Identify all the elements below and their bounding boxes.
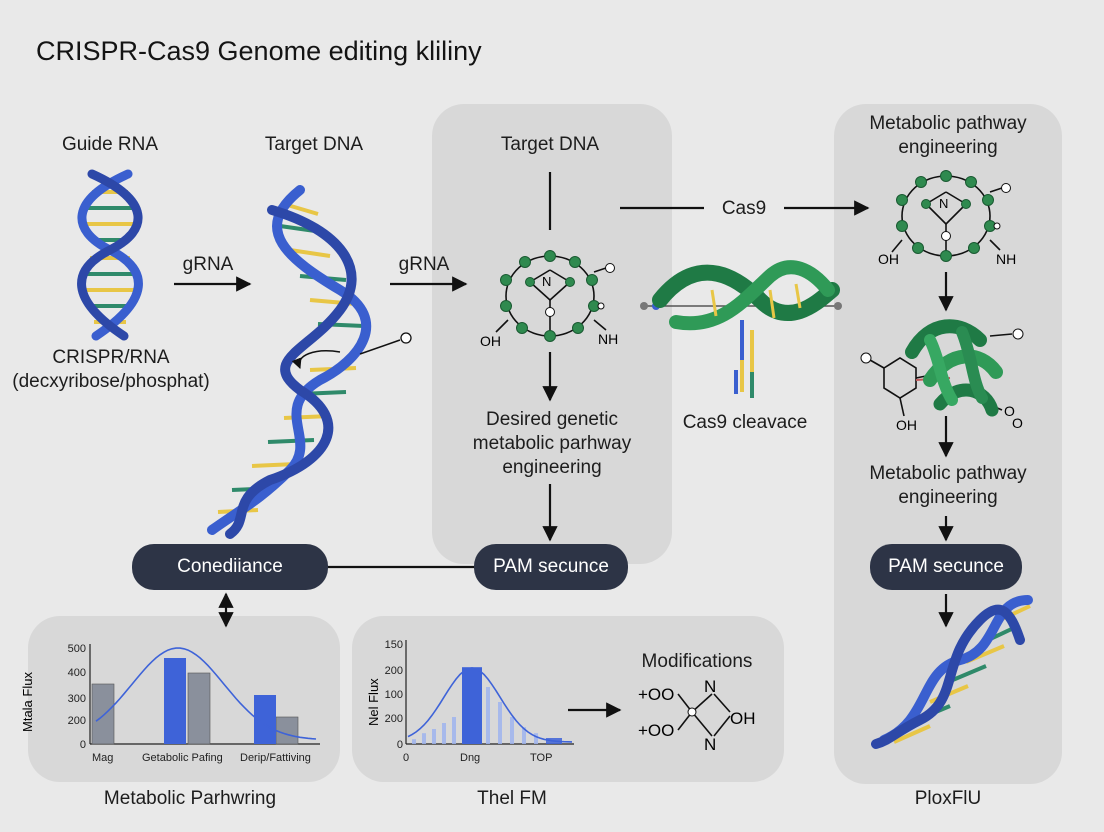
modifications-molecule-icon: +OO +OO N N OH xyxy=(638,677,756,754)
chart1-curve xyxy=(95,647,317,740)
chart1-tick-label: 300 xyxy=(68,693,86,705)
label-target-dna-1: Target DNA xyxy=(264,134,364,155)
label-bottom-right: PloxFlU xyxy=(914,788,982,809)
chem-oh-label: OH xyxy=(896,417,917,433)
chart-metabolic-flux: Mtala Flux 0 200 300 400 500 Mag Getabolic Pa… xyxy=(20,643,320,764)
chart1-bar xyxy=(275,716,299,745)
label-crispr-rna: CRISPR/RNA (decxyribose/phosphat) xyxy=(12,347,210,392)
label-grna-1: gRNA xyxy=(182,254,234,275)
label-guide-rna: Guide RNA xyxy=(61,134,159,155)
chart2-bar xyxy=(534,733,538,744)
pam-sequence-pill-center: PAM secunce xyxy=(474,544,628,590)
label-grna-2: gRNA xyxy=(398,254,450,275)
label-modifications: Modifications xyxy=(641,651,753,672)
conediiance-pill: Conediiance xyxy=(132,544,328,590)
chem-n-label: N xyxy=(939,196,948,211)
chart1-tick-label: 400 xyxy=(68,667,86,679)
chart1-category-label: Derip/Fattiving xyxy=(240,752,311,764)
chart1-category-label: Mag xyxy=(92,752,113,764)
guide-rna-helix-icon xyxy=(77,169,143,341)
chart2-bar xyxy=(510,717,514,744)
chem-oh-label: OH xyxy=(730,709,756,728)
chart2-category-label: 0 xyxy=(403,752,409,764)
label-desired: Desired genetic metabolic parhway engine… xyxy=(472,409,632,478)
chem-n-label: N xyxy=(542,274,551,289)
chart2-bar xyxy=(498,702,502,744)
chart2-curve xyxy=(407,667,573,743)
chart2-bar xyxy=(522,727,526,744)
chart2-tick-label: 100 xyxy=(385,689,403,701)
target-dna-helix-icon xyxy=(207,185,412,539)
chem-o-label: O xyxy=(1012,415,1023,431)
chem-nh-label: NH xyxy=(996,251,1016,267)
chart2-bar xyxy=(432,729,436,744)
chart2-tick-label: 0 xyxy=(397,739,403,751)
chem-n-label: N xyxy=(704,677,716,696)
chem-oh-label: OH xyxy=(480,333,501,349)
chart2-ylabel: Nel Flux xyxy=(366,678,381,726)
chart1-category-label: Getabolic Pafing xyxy=(142,752,223,764)
chart1-bar xyxy=(254,695,276,744)
chart1-bar xyxy=(91,683,115,745)
chart2-category-label: TOP xyxy=(530,752,552,764)
chart2-bar xyxy=(452,717,456,744)
protein-structure-icon: OH O O xyxy=(860,319,1024,433)
chart1-tick-label: 500 xyxy=(68,643,86,655)
ring-molecule-right-icon: N OH NH xyxy=(878,170,1016,267)
pam-sequence-pill-right: PAM secunce xyxy=(870,544,1022,590)
chem-oo-label: +OO xyxy=(638,721,674,740)
chart2-tick-label: 200 xyxy=(385,713,403,725)
chart2-bar xyxy=(412,739,416,744)
chart1-tick-label: 200 xyxy=(68,715,86,727)
chart1-tick-label: 0 xyxy=(80,739,86,751)
chart2-category-label: Dng xyxy=(460,752,480,764)
label-cas9: Cas9 xyxy=(721,198,767,219)
label-bottom-mid: Thel FM xyxy=(477,788,547,809)
chem-n-label: N xyxy=(704,735,716,754)
page-title: CRISPR-Cas9 Genome editing kliliny xyxy=(36,36,482,66)
chart2-bar xyxy=(442,723,446,744)
chart1-bar xyxy=(164,658,186,744)
chart2-bar xyxy=(486,687,490,744)
chart1-ylabel: Mtala Flux xyxy=(20,672,35,732)
chart2-bar xyxy=(462,667,482,744)
label-metabolic-top: Metabolic pathway engineering xyxy=(869,113,1027,158)
cas9-ribbon-icon xyxy=(640,260,842,398)
label-bottom-left: Metabolic Parhwring xyxy=(103,788,277,809)
label-target-dna-2: Target DNA xyxy=(500,134,600,155)
chem-oo-label: +OO xyxy=(638,685,674,704)
chart2-tick-label: 200 xyxy=(385,665,403,677)
label-metabolic-mid: Metabolic pathway engineering xyxy=(869,463,1027,508)
chart2-tick-label: 150 xyxy=(385,639,403,651)
chart1-bar xyxy=(187,672,211,745)
ring-molecule-center-icon: N OH NH xyxy=(480,250,618,349)
chem-nh-label: NH xyxy=(598,331,618,347)
chem-oh-label: OH xyxy=(878,251,899,267)
chart2-bar xyxy=(422,733,426,744)
chem-o-label: O xyxy=(1004,403,1015,419)
label-cas9-cleavage: Cas9 cleavace xyxy=(682,412,808,433)
arrows xyxy=(174,172,954,718)
dna-helix-right-icon xyxy=(871,595,1033,749)
panel-chart-mid xyxy=(352,616,784,782)
